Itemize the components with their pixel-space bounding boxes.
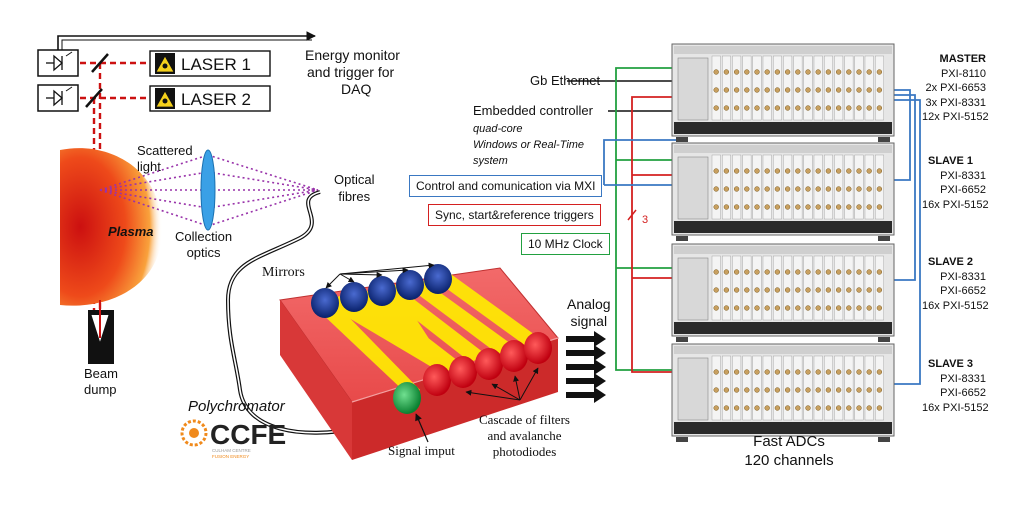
mirrors xyxy=(311,264,452,318)
beam-dump-line-2: dump xyxy=(84,382,117,397)
energy-monitor-label: Energy monitor and trigger for DAQ xyxy=(305,47,400,98)
energy-monitor-line-2: and trigger for xyxy=(307,64,395,80)
laser-2-box: LASER 2 xyxy=(149,85,271,112)
collection-line-2: optics xyxy=(186,245,221,260)
crate-name: SLAVE 2 xyxy=(928,256,974,268)
beam-dump-line-1: Beam xyxy=(84,366,118,381)
collection-optics-label: Collection optics xyxy=(175,229,232,261)
sync-box: Sync, start&reference triggers xyxy=(428,204,601,226)
ccfe-logo: CCFE CULHAM CENTRE FUSION ENERGY xyxy=(180,419,286,459)
mxi-box: Control and comunication via MXI xyxy=(409,175,603,197)
fast-adcs-line-1: Fast ADCs xyxy=(753,433,825,450)
embedded-detail-3: system xyxy=(473,155,508,167)
pxi-chassis xyxy=(671,142,895,241)
clock-box: 10 MHz Clock xyxy=(521,233,610,255)
crate-module: 16x PXI-5152 xyxy=(922,401,989,414)
crate-module: PXI-8331 xyxy=(940,372,986,385)
filters-photodiodes xyxy=(423,332,552,396)
crate-module: 12x PXI-5152 xyxy=(922,111,989,123)
scattered-light-label: Scattered light xyxy=(137,143,193,175)
crate-module: PXI-8331 xyxy=(940,270,986,283)
laser-2-label: LASER 2 xyxy=(181,90,251,109)
photodiode-2 xyxy=(37,84,79,112)
cascade-line-3: photodiodes xyxy=(492,444,557,459)
ccfe-text: CCFE xyxy=(210,419,286,450)
mirror-arrows xyxy=(325,262,435,289)
crate-name: SLAVE 1 xyxy=(928,155,974,167)
crate-name: SLAVE 3 xyxy=(928,358,974,370)
optical-fibres-label: Optical fibres xyxy=(334,171,374,205)
scattered-line-2: light xyxy=(137,159,161,174)
analog-signal-arrows xyxy=(566,331,606,403)
fibres-line-1: Optical xyxy=(334,172,375,187)
ccfe-sub2: FUSION ENERGY xyxy=(212,454,249,459)
light-paths xyxy=(318,272,542,395)
ccfe-sub1: CULHAM CENTRE xyxy=(212,448,251,453)
cascade-line-2: and avalanche xyxy=(487,428,562,443)
fibres-line-2: fibres xyxy=(338,189,371,204)
crate-module: 2x PXI-6653 xyxy=(925,82,986,94)
beam-dump xyxy=(88,300,114,364)
analog-line-1: Analog xyxy=(567,296,611,312)
crate-label-slave-3: SLAVE 3 PXI-8331 PXI-6652 16x PXI-5152 xyxy=(922,357,989,415)
photodiode-1 xyxy=(37,49,79,77)
pxi-chassis xyxy=(671,43,895,142)
pxi-chassis xyxy=(671,243,895,342)
energy-monitor-arrow xyxy=(57,31,316,50)
pxi-chassis xyxy=(671,343,895,442)
scattered-light-fan xyxy=(99,154,319,227)
embedded-detail: quad-core Windows or Real-Time system xyxy=(473,121,584,169)
cascade-arrows xyxy=(465,367,539,401)
crate-label-slave-2: SLAVE 2 PXI-8331 PXI-6652 16x PXI-5152 xyxy=(922,255,989,313)
embedded-detail-2: Windows or Real-Time xyxy=(473,139,585,151)
laser-1-label: LASER 1 xyxy=(181,55,251,74)
signal-input-port xyxy=(393,382,421,414)
crate-label-slave-1: SLAVE 1 PXI-8331 PXI-6652 16x PXI-5152 xyxy=(922,154,989,212)
energy-monitor-line-1: Energy monitor xyxy=(305,47,400,63)
analog-signal-label: Analog signal xyxy=(567,296,611,330)
analog-line-2: signal xyxy=(570,313,608,329)
crate-module: PXI-6652 xyxy=(940,387,986,399)
embedded-detail-1: quad-core xyxy=(473,123,523,135)
collection-line-1: Collection xyxy=(175,229,233,244)
crate-name: MASTER xyxy=(939,53,986,65)
fast-adcs-label: Fast ADCs 120 channels xyxy=(739,432,839,470)
cascade-line-1: Cascade of filters xyxy=(479,412,570,427)
crate-label-master: MASTER PXI-8110 2x PXI-6653 3x PXI-8331 … xyxy=(922,52,989,125)
crate-module: PXI-8331 xyxy=(940,169,986,182)
pxi-crates xyxy=(671,43,895,442)
collection-lens xyxy=(200,149,216,231)
crate-module: PXI-6652 xyxy=(940,285,986,297)
beam-dump-label: Beam dump xyxy=(84,366,118,398)
energy-monitor-line-3: DAQ xyxy=(341,81,372,97)
polychromator-label: Polychromator xyxy=(188,398,285,415)
scattered-line-1: Scattered xyxy=(137,143,193,158)
crate-module: PXI-6652 xyxy=(940,184,986,196)
fast-adcs-line-2: 120 channels xyxy=(744,452,834,469)
signal-input-label: Signal imput xyxy=(388,443,455,458)
crate-module: 16x PXI-5152 xyxy=(922,299,989,312)
plasma-shape xyxy=(60,148,163,306)
gb-ethernet-label: Gb Ethernet xyxy=(530,73,601,88)
plasma-label: Plasma xyxy=(108,224,154,239)
laser-1-box: LASER 1 xyxy=(149,50,271,77)
bus-count-label: 3 xyxy=(642,214,649,226)
signal-input-arrow xyxy=(415,413,429,443)
crate-module: 3x PXI-8331 xyxy=(925,96,986,109)
embedded-controller-label: Embedded controller xyxy=(473,103,593,118)
cascade-label: Cascade of filters and avalanche photodi… xyxy=(479,412,570,460)
mirrors-label: Mirrors xyxy=(262,265,305,280)
crate-module: 16x PXI-5152 xyxy=(922,198,989,211)
crate-module: PXI-8110 xyxy=(940,67,986,80)
